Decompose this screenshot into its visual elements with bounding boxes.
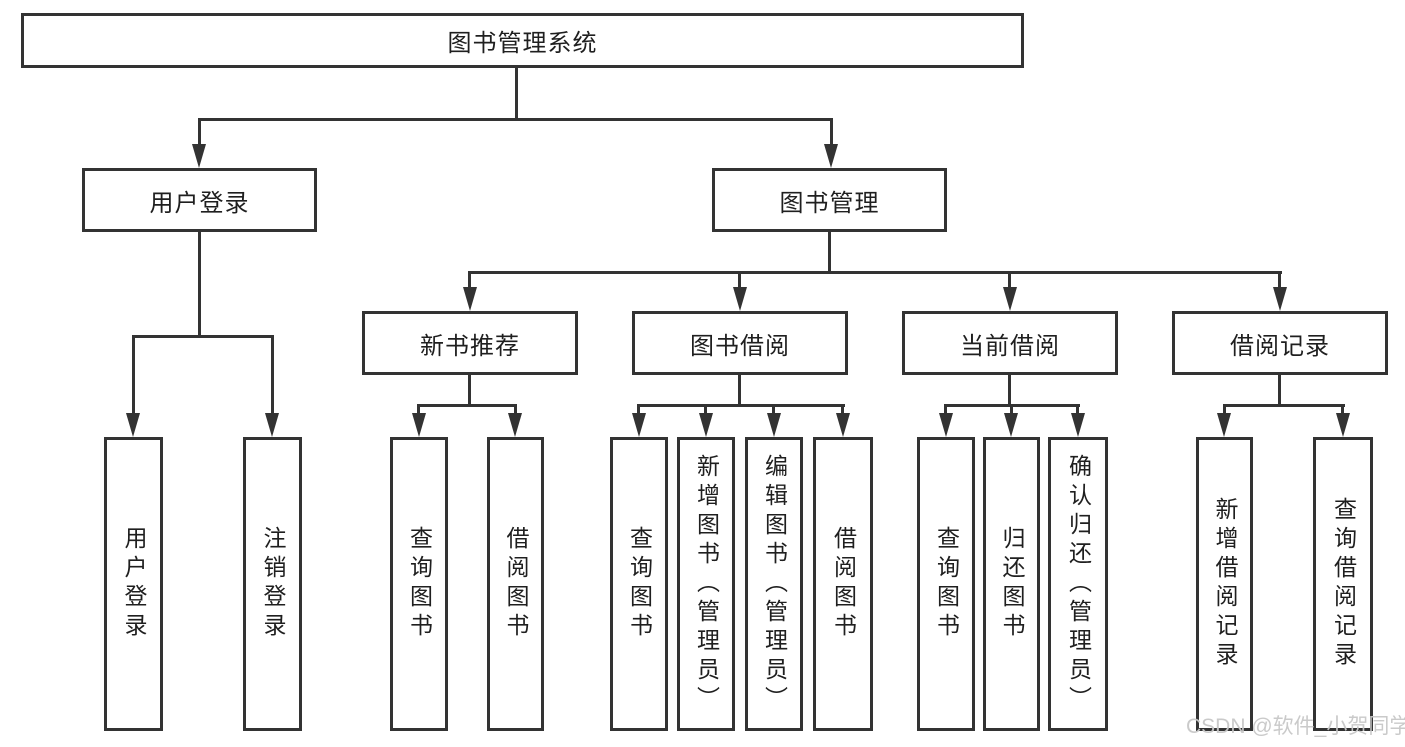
node-user-login-label: 用户登录 bbox=[149, 189, 250, 217]
node-book-management-label: 图书管理 bbox=[779, 189, 880, 217]
connector-line bbox=[637, 407, 640, 415]
connector-line bbox=[1278, 375, 1281, 407]
node-book-borrow-label: 图书借阅 bbox=[690, 332, 790, 360]
connector-line bbox=[132, 338, 135, 414]
node-new-book-recommend-label: 新书推荐 bbox=[420, 332, 520, 360]
arrow-down-icon bbox=[824, 144, 838, 168]
leaf-label: 查询图书 bbox=[626, 526, 653, 642]
arrow-down-icon bbox=[1217, 413, 1231, 437]
connector-line bbox=[1278, 274, 1281, 290]
leaf-label: 注销登录 bbox=[260, 526, 286, 642]
leaf-newbook-borrow-book: 借阅图书 bbox=[487, 437, 544, 731]
connector-line bbox=[944, 404, 1080, 407]
connector-line bbox=[738, 274, 741, 290]
connector-line bbox=[1076, 407, 1079, 415]
leaf-label: 查询图书 bbox=[933, 526, 960, 642]
leaf-record-add-record: 新增借阅记录 bbox=[1196, 437, 1253, 731]
arrow-down-icon bbox=[733, 287, 747, 311]
arrow-down-icon bbox=[939, 413, 953, 437]
leaf-logout: 注销登录 bbox=[243, 437, 302, 731]
connector-line bbox=[772, 407, 775, 415]
node-current-borrow: 当前借阅 bbox=[902, 311, 1118, 375]
arrow-down-icon bbox=[1336, 413, 1350, 437]
connector-line bbox=[468, 271, 1282, 274]
leaf-label: 新增借阅记录 bbox=[1212, 497, 1238, 671]
connector-line bbox=[738, 375, 741, 407]
connector-line bbox=[830, 121, 833, 145]
leaf-borrow-edit-book-admin: 编辑图书（管理员） bbox=[745, 437, 803, 731]
node-root-label: 图书管理系统 bbox=[447, 30, 598, 57]
node-book-management: 图书管理 bbox=[712, 168, 947, 232]
connector-line bbox=[417, 404, 517, 407]
arrow-down-icon bbox=[463, 287, 477, 311]
leaf-label: 查询图书 bbox=[406, 526, 433, 642]
arrow-down-icon bbox=[1004, 413, 1018, 437]
node-borrow-record: 借阅记录 bbox=[1172, 311, 1388, 375]
connector-line bbox=[1010, 407, 1013, 415]
leaf-label: 确认归还（管理员） bbox=[1065, 453, 1092, 715]
arrow-down-icon bbox=[508, 413, 522, 437]
leaf-label: 查询借阅记录 bbox=[1330, 497, 1357, 671]
connector-line bbox=[704, 407, 707, 415]
connector-line bbox=[944, 407, 947, 415]
connector-line bbox=[198, 118, 833, 121]
leaf-current-return-book: 归还图书 bbox=[983, 437, 1040, 731]
node-borrow-record-label: 借阅记录 bbox=[1230, 332, 1330, 360]
leaf-borrow-query-book: 查询图书 bbox=[610, 437, 668, 731]
leaf-current-confirm-return-admin: 确认归还（管理员） bbox=[1048, 437, 1108, 731]
leaf-label: 新增图书（管理员） bbox=[693, 453, 720, 715]
leaf-label: 借阅图书 bbox=[503, 526, 529, 642]
arrow-down-icon bbox=[126, 413, 140, 437]
connector-line bbox=[1008, 375, 1011, 407]
arrow-down-icon bbox=[265, 413, 279, 437]
connector-line bbox=[1008, 274, 1011, 290]
connector-line bbox=[841, 407, 844, 415]
leaf-label: 编辑图书（管理员） bbox=[761, 453, 788, 715]
connector-line bbox=[1223, 404, 1345, 407]
node-new-book-recommend: 新书推荐 bbox=[362, 311, 578, 375]
leaf-user-login: 用户登录 bbox=[104, 437, 163, 731]
arrow-down-icon bbox=[767, 413, 781, 437]
arrow-down-icon bbox=[836, 413, 850, 437]
leaf-record-query-record: 查询借阅记录 bbox=[1313, 437, 1373, 731]
connector-line bbox=[198, 232, 201, 338]
node-book-borrow: 图书借阅 bbox=[632, 311, 848, 375]
leaf-label: 借阅图书 bbox=[830, 526, 857, 642]
connector-line bbox=[1341, 407, 1344, 415]
connector-line bbox=[514, 407, 517, 415]
arrow-down-icon bbox=[632, 413, 646, 437]
leaf-label: 用户登录 bbox=[121, 526, 147, 642]
arrow-down-icon bbox=[1003, 287, 1017, 311]
node-user-login: 用户登录 bbox=[82, 168, 317, 232]
arrow-down-icon bbox=[1273, 287, 1287, 311]
connector-line bbox=[271, 338, 274, 414]
leaf-newbook-query-book: 查询图书 bbox=[390, 437, 448, 731]
leaf-borrow-add-book-admin: 新增图书（管理员） bbox=[677, 437, 735, 731]
connector-line bbox=[132, 335, 274, 338]
arrow-down-icon bbox=[699, 413, 713, 437]
connector-line bbox=[637, 404, 845, 407]
connector-line bbox=[198, 121, 201, 145]
connector-line bbox=[828, 232, 831, 274]
arrow-down-icon bbox=[412, 413, 426, 437]
node-root: 图书管理系统 bbox=[21, 13, 1024, 68]
connector-line bbox=[1223, 407, 1226, 415]
arrow-down-icon bbox=[192, 144, 206, 168]
connector-line bbox=[417, 407, 420, 415]
csdn-watermark: CSDN @软件_小贺同学 bbox=[1186, 715, 1405, 738]
leaf-label: 归还图书 bbox=[999, 526, 1025, 642]
connector-line bbox=[468, 375, 471, 407]
connector-line bbox=[515, 68, 518, 121]
node-current-borrow-label: 当前借阅 bbox=[960, 332, 1060, 360]
leaf-borrow-borrow-book: 借阅图书 bbox=[813, 437, 873, 731]
leaf-current-query-book: 查询图书 bbox=[917, 437, 975, 731]
arrow-down-icon bbox=[1071, 413, 1085, 437]
connector-line bbox=[468, 274, 471, 290]
